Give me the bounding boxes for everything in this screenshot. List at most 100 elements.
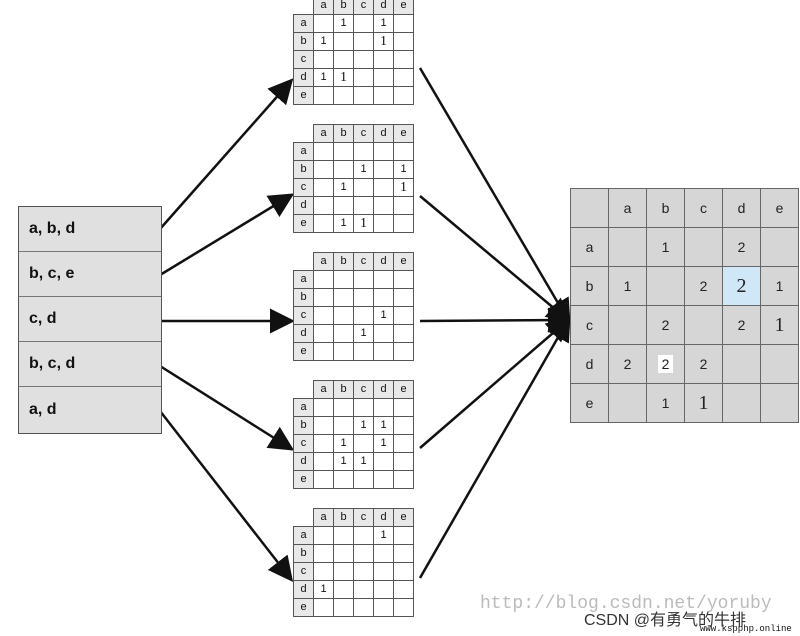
- matrix-cell: [353, 178, 374, 197]
- matrix-row-header: c: [293, 434, 314, 453]
- matrix-cell: [373, 214, 394, 233]
- matrix-cell: 1: [373, 416, 394, 435]
- matrix-cell: [393, 526, 414, 545]
- matrix-row: a: [293, 270, 414, 289]
- matrix-cell: [333, 526, 354, 545]
- matrix-cell: [353, 562, 374, 581]
- matrix-row-header: d: [293, 68, 314, 87]
- matrix-cell: 1: [313, 580, 334, 599]
- matrix-cell: [393, 562, 414, 581]
- matrix-col-header: e: [393, 508, 414, 527]
- matrix-row-header: a: [570, 227, 609, 267]
- matrix-row-header: e: [293, 342, 314, 361]
- matrix-cell: [353, 50, 374, 69]
- matrix-cell: [333, 196, 354, 215]
- matrix-cell: [333, 580, 354, 599]
- matrix-cell: [393, 598, 414, 617]
- matrix-cell: 1: [646, 383, 685, 423]
- matrix-col-header: c: [353, 252, 374, 271]
- matrix-col-header: b: [333, 508, 354, 527]
- matrix-cell: [393, 306, 414, 325]
- matrix-cell-value: 2: [657, 355, 674, 373]
- matrix-cell: [393, 214, 414, 233]
- transaction-row: b, c, e: [19, 252, 161, 297]
- matrix-cell: [313, 178, 334, 197]
- matrix-corner: [570, 188, 609, 228]
- matrix-cell: [353, 526, 374, 545]
- matrix-cell: [393, 342, 414, 361]
- matrix-col-header: e: [393, 380, 414, 399]
- matrix-cell: [313, 50, 334, 69]
- matrix-row-header: d: [293, 324, 314, 343]
- matrix-cell: [393, 86, 414, 105]
- matrix-col-header: d: [373, 0, 394, 15]
- matrix-cell: 1: [333, 214, 354, 233]
- matrix-cell: [373, 342, 394, 361]
- matrix-col-header: b: [333, 252, 354, 271]
- matrix-row-header: c: [293, 562, 314, 581]
- matrix-row-header: e: [293, 598, 314, 617]
- transaction-row: a, d: [29, 401, 57, 418]
- matrix-row-header: c: [570, 305, 609, 345]
- matrix-cell: 2: [646, 344, 685, 384]
- matrix-row: b: [293, 544, 414, 563]
- matrix-cell: 2: [722, 305, 761, 345]
- matrix-cell: 2: [646, 305, 685, 345]
- arrow-m1-result: [418, 67, 571, 325]
- matrix-col-header: d: [373, 124, 394, 143]
- matrix-cell: 1: [373, 32, 394, 51]
- matrix-cell: [313, 452, 334, 471]
- matrix-cell: 1: [608, 266, 647, 306]
- matrix-row: a: [293, 398, 414, 417]
- matrix-cell: [373, 398, 394, 417]
- matrix-cell: [373, 270, 394, 289]
- matrix-col-header: c: [684, 188, 723, 228]
- matrix-cell: [333, 544, 354, 563]
- matrix-cell: [313, 342, 334, 361]
- matrix-cell: [313, 14, 334, 33]
- matrix-row-header: b: [293, 160, 314, 179]
- matrix-cell: [393, 416, 414, 435]
- matrix-cell: [393, 398, 414, 417]
- matrix-row: e: [293, 86, 414, 105]
- matrix-cell: [313, 398, 334, 417]
- matrix-cell: 1: [353, 160, 374, 179]
- matrix-row: e: [293, 342, 414, 361]
- matrix-cell: [373, 562, 394, 581]
- matrix-cell: [608, 305, 647, 345]
- matrix-cell: 1: [313, 68, 334, 87]
- matrix-col-header: c: [353, 124, 374, 143]
- matrix-cell: [353, 434, 374, 453]
- matrix-cell: [333, 398, 354, 417]
- matrix-col-header: d: [722, 188, 761, 228]
- matrix-col-header: d: [373, 508, 394, 527]
- matrix-cell: 1: [393, 178, 414, 197]
- matrix-cell: [393, 324, 414, 343]
- matrix-cell: [373, 178, 394, 197]
- transaction-row: a, b, d: [19, 207, 161, 252]
- arrow-m4-result: [419, 316, 572, 449]
- matrix-row-header: a: [293, 14, 314, 33]
- matrix-cell: [608, 227, 647, 267]
- matrix-cell: [353, 580, 374, 599]
- matrix-cell: [373, 288, 394, 307]
- matrix-cell: [393, 470, 414, 489]
- matrix-cell: [393, 580, 414, 599]
- matrix-row: a: [293, 142, 414, 161]
- matrix-col-header: b: [646, 188, 685, 228]
- matrix-cell: [313, 288, 334, 307]
- matrix-cell: [373, 86, 394, 105]
- matrix-col-header: d: [373, 380, 394, 399]
- matrix-cell: [393, 270, 414, 289]
- matrix-cell: [608, 383, 647, 423]
- matrix-cell: [393, 434, 414, 453]
- matrix-cell: [313, 434, 334, 453]
- matrix-col-header: a: [313, 0, 334, 15]
